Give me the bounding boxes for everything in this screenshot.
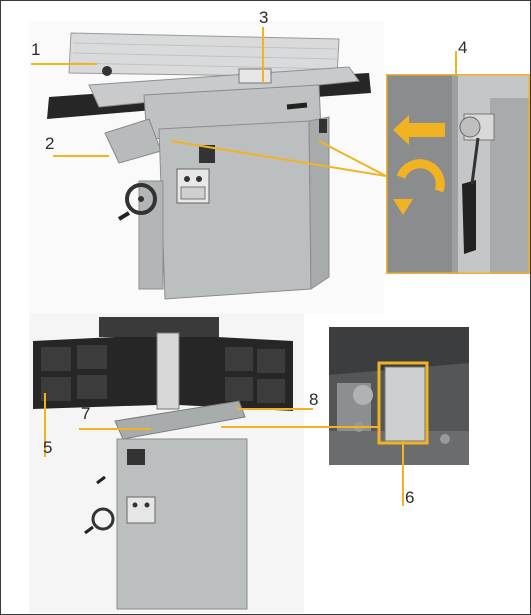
callout-1: 1	[31, 40, 41, 59]
callout-4: 4	[458, 38, 468, 57]
photo-detail-mechanism	[329, 327, 469, 465]
photo-detail-lock	[386, 74, 530, 274]
callout-2: 2	[45, 134, 55, 153]
callout-3: 3	[259, 8, 269, 27]
callout-8: 8	[309, 390, 319, 409]
callout-7: 7	[81, 404, 91, 423]
callout-6: 6	[405, 488, 415, 507]
photo-machine-open	[29, 313, 304, 613]
cabinet	[158, 120, 312, 300]
callout-5: 5	[43, 438, 53, 457]
photo-machine-top	[29, 21, 384, 313]
dust-hood	[114, 400, 246, 440]
